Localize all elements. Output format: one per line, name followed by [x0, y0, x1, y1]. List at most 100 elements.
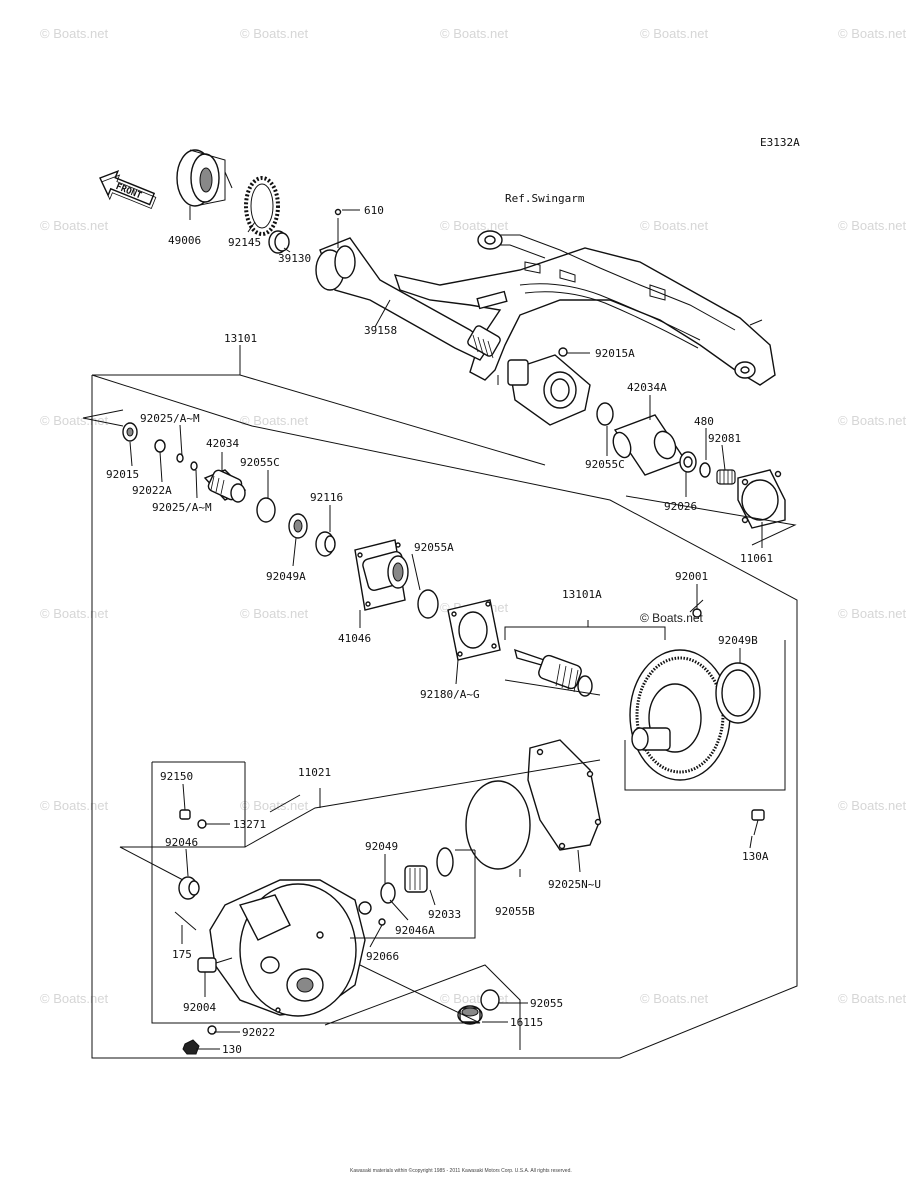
part-label: 11021: [298, 766, 331, 779]
part-label: 92055: [530, 997, 563, 1010]
part-label: 92055C: [585, 458, 625, 471]
watermark: © Boats.net: [640, 26, 709, 41]
watermark: © Boats.net: [838, 798, 907, 813]
part-label: 13271: [233, 818, 266, 831]
o-ring-icon: [596, 402, 614, 426]
part-label: 92116: [310, 491, 343, 504]
part-label: 42034A: [627, 381, 667, 394]
part-label: 92049: [365, 840, 398, 853]
circlip-icon: [699, 462, 711, 478]
bolt-92015-icon: [122, 422, 138, 442]
part-label: 92049B: [718, 634, 758, 647]
watermark: © Boats.net: [838, 413, 907, 428]
spacer-icon: [679, 451, 697, 473]
assembly-lines: [82, 345, 798, 1059]
spring-band-icon: [244, 176, 280, 236]
leader-lines: [129, 206, 763, 1050]
filler-cap-icon: [457, 1005, 483, 1025]
rubber-boot-icon: [176, 149, 233, 207]
part-label: 13101: [224, 332, 257, 345]
watermark: © Boats.net: [838, 218, 907, 233]
bearing-icon: [178, 876, 200, 900]
watermark: © Boats.net: [40, 798, 109, 813]
watermark: © Boats.net: [838, 991, 907, 1006]
bearing-housing-icon: [354, 539, 409, 611]
part-label: 480: [694, 415, 714, 428]
part-label: 92022A: [132, 484, 172, 497]
footer-copyright: Kawasaki materials within ©copyright 198…: [350, 1167, 572, 1174]
circlip-icon: [436, 847, 454, 877]
watermark: © Boats.net: [640, 991, 709, 1006]
front-arrow-icon: FRONT: [99, 169, 157, 209]
part-label: 11061: [740, 552, 773, 565]
part-label: 92150: [160, 770, 193, 783]
swingarm-illustration: [393, 230, 776, 386]
oil-seal-icon: [380, 882, 396, 904]
bolt-icon: [751, 809, 765, 836]
housing-flange-icon: [497, 347, 591, 426]
final-gear-case-icon: [209, 879, 366, 1017]
part-label: 130A: [742, 850, 769, 863]
o-ring-icon: [465, 780, 531, 870]
stud-icon: [174, 911, 197, 931]
bolt-icon: [179, 809, 191, 820]
grease-nipple-icon: [334, 208, 342, 216]
part-label: 92015: [106, 468, 139, 481]
watermark: © Boats.net: [440, 26, 509, 41]
watermark: © Boats.net: [640, 218, 709, 233]
watermark: © Boats.net: [240, 606, 309, 621]
washer-icon: [197, 819, 207, 829]
part-label: 92055B: [495, 905, 535, 918]
part-label: 92055C: [240, 456, 280, 469]
oil-seal-icon: [715, 662, 761, 724]
part-label: 92022: [242, 1026, 275, 1039]
part-label: 92066: [366, 950, 399, 963]
part-label: 13101A: [562, 588, 602, 601]
needle-bearing-icon: [404, 865, 428, 893]
ring-gear-icon: [629, 608, 731, 781]
shim-icon: [190, 461, 198, 471]
watermark: © Boats.net: [838, 606, 907, 621]
part-labels: Ref.Swingarm 49006 92145 39130 610 39158…: [106, 192, 773, 1056]
drive-shaft: [315, 237, 501, 361]
part-label: 16115: [510, 1016, 543, 1029]
part-label: 610: [364, 204, 384, 217]
watermark: © Boats.net: [838, 26, 907, 41]
diagram-code: E3132A: [760, 136, 800, 149]
part-label: 92025N~U: [548, 878, 601, 891]
nut-icon: [182, 1039, 200, 1055]
watermark: © Boats.net: [240, 26, 309, 41]
washer-icon: [207, 1025, 217, 1035]
oil-seal-icon: [288, 513, 308, 539]
part-label: 92046A: [395, 924, 435, 937]
cover-plate-icon: [527, 739, 602, 851]
part-label: 92026: [664, 500, 697, 513]
part-label: 49006: [168, 234, 201, 247]
end-cap-icon: [737, 469, 786, 529]
part-label: 92025/A~M: [152, 501, 212, 514]
ball-icon: [378, 918, 386, 926]
part-label: 92049A: [266, 570, 306, 583]
spring-icon: [716, 469, 736, 485]
watermark-dark: © Boats.net: [640, 611, 704, 625]
shim-plate-icon: [447, 599, 501, 661]
watermark: © Boats.net: [40, 218, 109, 233]
part-label: 92033: [428, 908, 461, 921]
watermark: © Boats.net: [240, 413, 309, 428]
bearing-icon: [315, 531, 336, 557]
part-label: 92015A: [595, 347, 635, 360]
part-label: 92004: [183, 1001, 216, 1014]
o-ring-icon: [480, 989, 500, 1011]
part-label: 41046: [338, 632, 371, 645]
o-ring-icon: [256, 497, 276, 523]
washer-icon: [154, 439, 166, 453]
part-label: 92046: [165, 836, 198, 849]
part-label: 92025/A~M: [140, 412, 200, 425]
part-label: 39130: [278, 252, 311, 265]
watermark: © Boats.net: [40, 26, 109, 41]
pinion-gear-icon: [514, 648, 593, 697]
watermark: © Boats.net: [240, 798, 309, 813]
part-label: 92180/A~G: [420, 688, 480, 701]
ref-swingarm-label: Ref.Swingarm: [505, 192, 585, 205]
